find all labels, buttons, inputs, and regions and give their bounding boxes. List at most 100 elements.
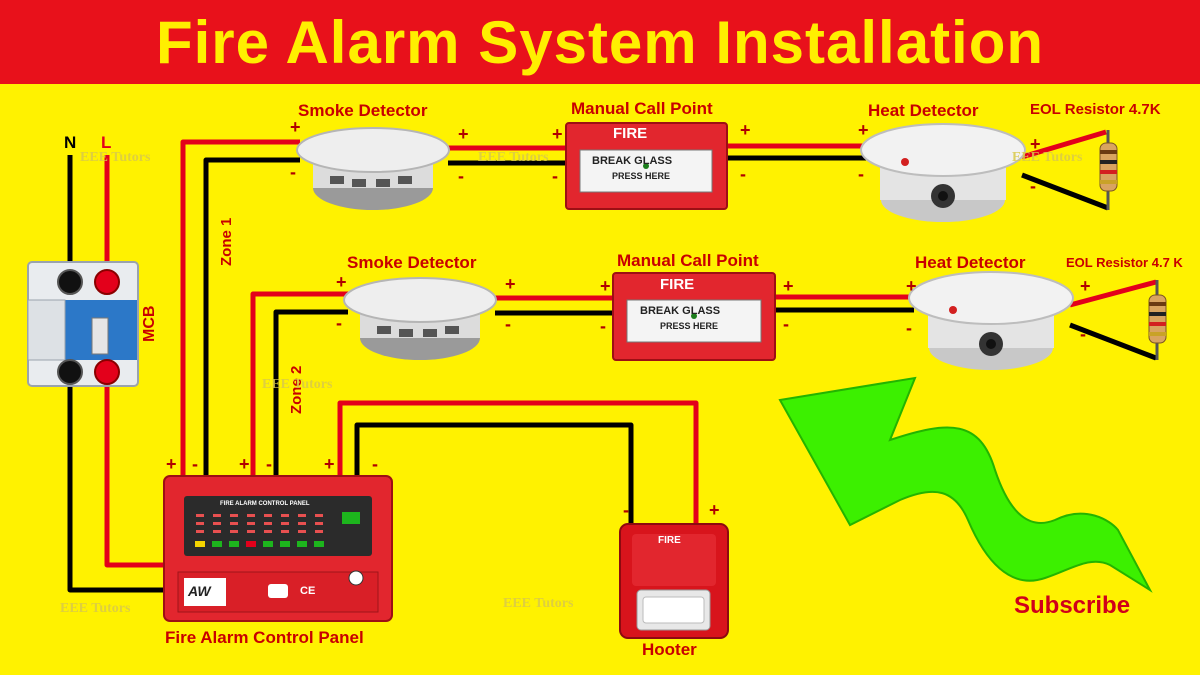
zone-1-eol-resistor (1099, 130, 1118, 210)
panel-led (213, 530, 221, 533)
panel-button[interactable] (280, 541, 290, 547)
zone-1-positive-to-eol (1021, 129, 1107, 160)
positive-terminal-mark: + (336, 272, 347, 292)
hooter-label: Hooter (642, 640, 697, 659)
panel-led (230, 530, 238, 533)
panel-led (315, 522, 323, 525)
negative-terminal-mark: - (552, 166, 558, 186)
positive-terminal-mark: + (858, 120, 869, 140)
panel-led (315, 530, 323, 533)
positive-terminal-mark: + (505, 274, 516, 294)
panel-ce-mark: CE (300, 585, 316, 597)
panel-led (196, 514, 204, 517)
zone-2-manual-call-point[interactable] (612, 272, 776, 361)
zone-2-smoke-detector[interactable] (343, 277, 497, 360)
negative-terminal-mark: - (1080, 324, 1086, 344)
zone-1-label: Zone 1 (218, 217, 235, 266)
zone-2-mcp-break-glass: BREAK GLASS (640, 305, 721, 317)
control-panel-label: Fire Alarm Control Panel (165, 628, 364, 647)
panel-led (264, 514, 272, 517)
panel-indicator-leds (195, 514, 324, 547)
panel-led (264, 522, 272, 525)
zone-2-smoke-detector-label: Smoke Detector (347, 253, 477, 272)
panel-led (281, 530, 289, 533)
panel-led (230, 514, 238, 517)
zone-1-eol-label: EOL Resistor 4.7K (1030, 101, 1161, 118)
panel-button[interactable] (212, 541, 222, 547)
zone-1-manual-call-point-label: Manual Call Point (571, 99, 713, 118)
hooter[interactable] (619, 523, 729, 639)
fire-alarm-control-panel[interactable] (163, 475, 393, 622)
panel-led (247, 514, 255, 517)
panel-led (264, 530, 272, 533)
panel-button[interactable] (246, 541, 256, 547)
panel-led (281, 514, 289, 517)
neutral-wire-to-panel (67, 372, 168, 593)
zone-1-heat-detector-label: Heat Detector (868, 101, 979, 120)
zone-2-negative-to-eol (1069, 322, 1157, 361)
panel-led (298, 514, 306, 517)
positive-terminal-mark: + (458, 124, 469, 144)
zone-1-negative-from-panel (203, 157, 300, 475)
negative-terminal-mark: - (783, 314, 789, 334)
zone-1-mcp-break-glass: BREAK GLASS (592, 155, 673, 167)
negative-terminal-mark: - (858, 164, 864, 184)
positive-terminal-mark: + (600, 276, 611, 296)
panel-led (196, 530, 204, 533)
panel-led (281, 522, 289, 525)
zone-2-heat-detector[interactable] (908, 271, 1074, 370)
watermark: EEE Tutors (478, 150, 549, 165)
mcb-terminal-l-bottom (94, 359, 120, 385)
zone-2-mcp-press-here: PRESS HERE (660, 321, 719, 331)
zone-1-positive-from-panel (180, 139, 300, 475)
live-wire-to-panel (104, 372, 168, 568)
panel-led (298, 530, 306, 533)
zone-1-mcp-press-here: PRESS HERE (612, 171, 671, 181)
zone-1-mcp-fire-text: FIRE (613, 125, 648, 142)
positive-terminal-mark: + (166, 454, 177, 474)
negative-terminal-mark: - (740, 164, 746, 184)
supply-wires (67, 155, 168, 593)
negative-terminal-mark: - (906, 318, 912, 338)
positive-terminal-mark: + (239, 454, 250, 474)
negative-terminal-mark: - (266, 454, 272, 474)
panel-button[interactable] (297, 541, 307, 547)
watermark: EEE Tutors (262, 377, 333, 392)
hooter-wires (337, 400, 699, 525)
positive-terminal-mark: + (709, 500, 720, 520)
panel-led (298, 522, 306, 525)
subscribe-arrow-icon (778, 376, 1153, 593)
negative-terminal-mark: - (623, 500, 629, 520)
panel-led (213, 514, 221, 517)
panel-led (315, 514, 323, 517)
panel-button[interactable] (195, 541, 205, 547)
live-label: L (101, 133, 112, 152)
zone-2-manual-call-point-label: Manual Call Point (617, 251, 759, 270)
subscribe-link[interactable]: Subscribe (1014, 592, 1131, 619)
negative-terminal-mark: - (336, 313, 342, 333)
negative-terminal-mark: - (192, 454, 198, 474)
zone-1-smoke-detector[interactable] (296, 127, 450, 210)
negative-terminal-mark: - (505, 314, 511, 334)
positive-terminal-mark: + (783, 276, 794, 296)
panel-button[interactable] (263, 541, 273, 547)
zone-2-negative-from-panel (273, 309, 348, 475)
positive-terminal-mark: + (740, 120, 751, 140)
positive-terminal-mark: + (290, 117, 301, 137)
panel-button[interactable] (229, 541, 239, 547)
zone-1-manual-call-point[interactable] (565, 122, 728, 210)
panel-button[interactable] (314, 541, 324, 547)
title-bar: Fire Alarm System Installation (0, 0, 1200, 84)
negative-terminal-mark: - (1030, 176, 1036, 196)
mcb-breaker[interactable] (27, 261, 139, 387)
zone-1-heat-detector[interactable] (860, 123, 1026, 222)
zone-2-wires (250, 279, 1157, 475)
watermark: EEE Tutors (1012, 150, 1083, 165)
positive-terminal-mark: + (1080, 276, 1091, 296)
panel-header-text: FIRE ALARM CONTROL PANEL (220, 501, 310, 507)
zone-1-smoke-detector-label: Smoke Detector (298, 101, 428, 120)
watermark: EEE Tutors (503, 596, 574, 611)
panel-led (213, 522, 221, 525)
page-title: Fire Alarm System Installation (155, 8, 1045, 76)
